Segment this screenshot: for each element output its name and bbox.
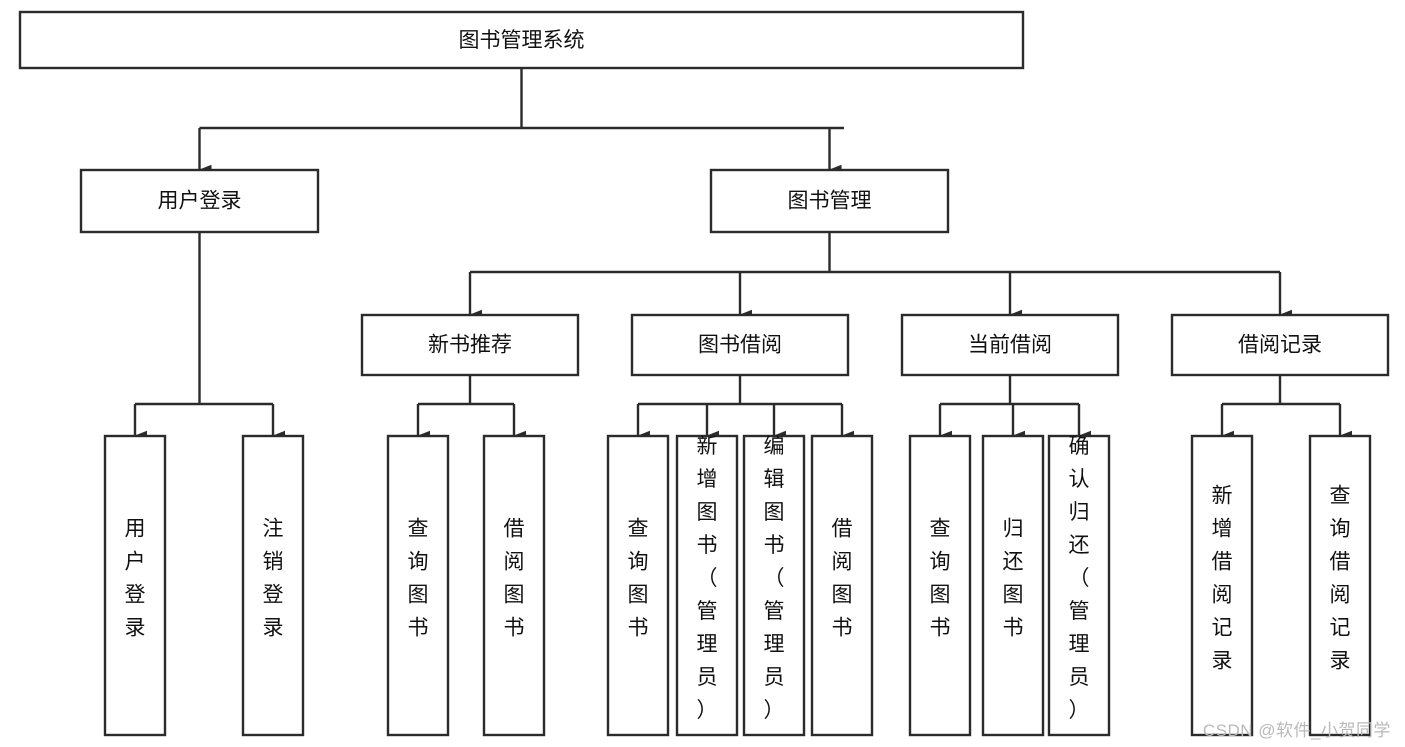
leaf-query-borrow-record-box[interactable] [1308,434,1372,737]
node-root-box[interactable] [18,10,1025,70]
leaf-confirm-return-box[interactable] [1047,434,1111,737]
leaf-query-borrow-record-label: 查询借阅记录 [1330,485,1351,673]
edge-group-new-book-recommend-to-leaves [416,375,514,436]
leaf-add-borrow-record-label: 新增借阅记录 [1212,485,1233,673]
edge-group-root-to-level2 [198,68,844,170]
leaf-edit-book-box[interactable] [742,434,806,737]
leaf-user-login-label: 用户登录 [125,518,146,640]
leaf-add-borrow-record[interactable]: 新增借阅记录 [1190,434,1254,737]
node-borrow-record[interactable]: 借阅记录 [1170,313,1390,377]
node-book-borrow-box[interactable] [630,313,850,377]
leaf-query-book-2-label: 查询图书 [628,518,649,640]
edge-group-current-borrow-to-leaves [938,375,1079,436]
edge-group-book-borrow-to-leaves [636,375,842,436]
node-borrow-record-box[interactable] [1170,313,1390,377]
leaf-add-book[interactable]: 新增图书（管理员） [675,434,739,737]
leaf-borrow-book-2-box[interactable] [810,434,874,737]
leaf-borrow-book-2-label: 借阅图书 [832,518,853,640]
leaf-query-book-1-box[interactable] [386,434,450,737]
leaf-query-book-2-box[interactable] [606,434,670,737]
node-book-borrow[interactable]: 图书借阅 [630,313,850,377]
node-new-book-recommend-label: 新书推荐 [428,334,512,357]
node-root[interactable]: 图书管理系统 [18,10,1025,70]
leaf-borrow-book-1-label: 借阅图书 [504,518,525,640]
leaf-add-book-box[interactable] [675,434,739,737]
leaf-return-book-label: 归还图书 [1003,518,1024,640]
node-current-borrow-label: 当前借阅 [968,334,1052,357]
leaf-logout-login[interactable]: 注销登录 [241,434,305,737]
node-current-borrow[interactable]: 当前借阅 [900,313,1120,377]
node-book-manage[interactable]: 图书管理 [709,168,950,234]
leaf-add-borrow-record-box[interactable] [1190,434,1254,737]
leaf-user-login[interactable]: 用户登录 [103,434,167,737]
edge-group-book-manage-to-level3 [468,232,1280,315]
node-book-borrow-label: 图书借阅 [698,334,782,357]
node-current-borrow-box[interactable] [900,313,1120,377]
leaf-logout-login-label: 注销登录 [263,518,284,640]
leaf-query-borrow-record[interactable]: 查询借阅记录 [1308,434,1372,737]
node-book-manage-box[interactable] [709,168,950,234]
leaf-edit-book[interactable]: 编辑图书（管理员） [742,434,806,737]
node-borrow-record-label: 借阅记录 [1238,334,1322,357]
leaf-user-login-box[interactable] [103,434,167,737]
node-user-login-box[interactable] [79,168,320,234]
leaf-add-book-label: 新增图书（管理员） [697,435,718,722]
leaf-confirm-return-label: 确认归还（管理员） [1069,435,1090,722]
edge-group-user-login-to-leaves [133,232,273,436]
node-book-manage-label: 图书管理 [788,190,872,213]
node-new-book-recommend[interactable]: 新书推荐 [360,313,580,377]
leaf-query-book-1[interactable]: 查询图书 [386,434,450,737]
leaf-borrow-book-1-box[interactable] [482,434,546,737]
leaf-query-book-3-box[interactable] [908,434,972,737]
leaf-return-book[interactable]: 归还图书 [981,434,1045,737]
node-user-login[interactable]: 用户登录 [79,168,320,234]
node-user-login-label: 用户登录 [158,190,242,213]
edge-group-borrow-record-to-leaves [1220,375,1340,436]
leaf-edit-book-label: 编辑图书（管理员） [764,435,785,722]
leaf-return-book-box[interactable] [981,434,1045,737]
leaf-logout-login-box[interactable] [241,434,305,737]
leaf-confirm-return[interactable]: 确认归还（管理员） [1047,434,1111,737]
leaf-query-book-3-label: 查询图书 [930,518,951,640]
leaf-borrow-book-1[interactable]: 借阅图书 [482,434,546,737]
node-new-book-recommend-box[interactable] [360,313,580,377]
node-root-label: 图书管理系统 [459,29,585,52]
leaf-query-book-1-label: 查询图书 [408,518,429,640]
leaf-query-book-2[interactable]: 查询图书 [606,434,670,737]
leaf-borrow-book-2[interactable]: 借阅图书 [810,434,874,737]
leaf-query-book-3[interactable]: 查询图书 [908,434,972,737]
